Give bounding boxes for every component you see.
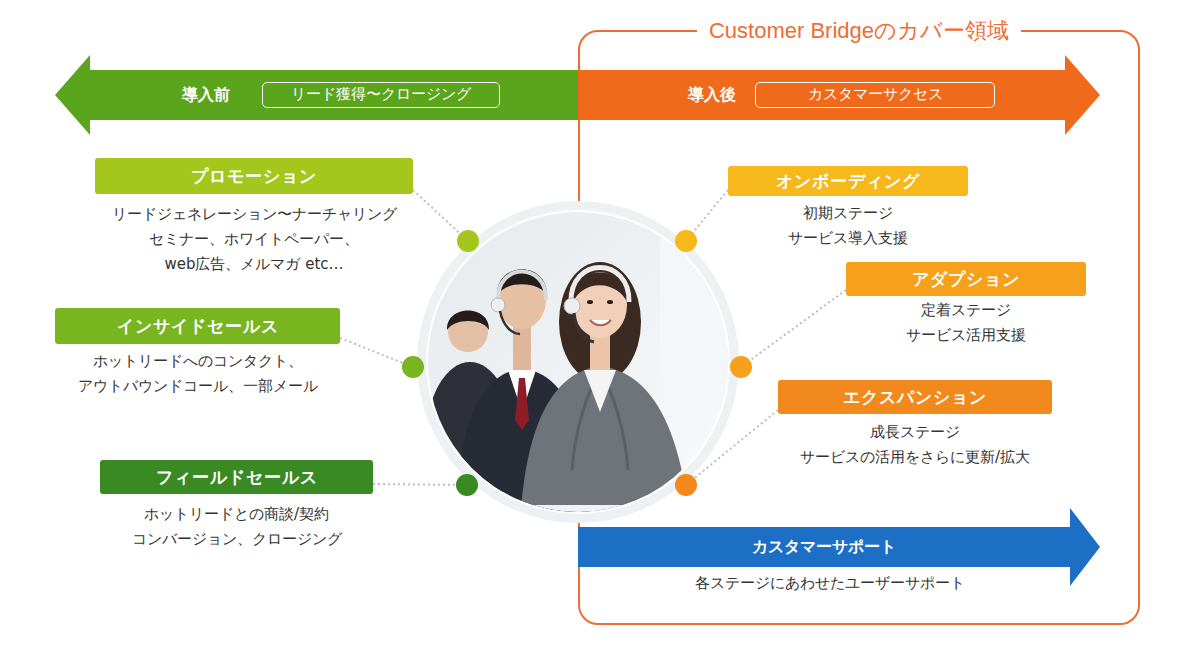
person-suit bbox=[455, 368, 590, 524]
headset-mic bbox=[500, 311, 520, 334]
leader-line bbox=[413, 190, 468, 241]
person-blazer bbox=[520, 366, 690, 526]
box-title: フィールドセールス bbox=[156, 466, 318, 489]
leader-line bbox=[686, 190, 728, 241]
pill-label: カスタマーサクセス bbox=[808, 85, 943, 103]
phase-arrow: 導入前 リード獲得〜クロージング bbox=[55, 55, 578, 135]
person-neck bbox=[590, 335, 610, 371]
region-heading: Customer Bridgeのカバー領域 bbox=[697, 17, 1021, 45]
person-face bbox=[498, 271, 546, 329]
box-description: ホットリードへのコンタクト、 アウトバウンドコール、一部メール bbox=[77, 349, 318, 399]
leader-line bbox=[686, 410, 778, 485]
pill-label: リード獲得〜クロージング bbox=[291, 85, 471, 103]
box-description: 成長ステージ サービスの活用をさらに更新/拡大 bbox=[799, 420, 1031, 470]
dot bbox=[456, 474, 478, 496]
stage-box: プロモーションリードジェネレーション〜ナーチャリング セミナー、ホワイトペーパー… bbox=[95, 158, 413, 194]
headset-band bbox=[498, 272, 546, 301]
leader-lines bbox=[340, 190, 846, 485]
box-description: ホットリードとの商談/契約 コンバージョン、クロージング bbox=[131, 502, 342, 552]
person-tie bbox=[515, 378, 529, 430]
arrow-label: 導入後 bbox=[688, 85, 736, 105]
stage-box: アダプション定着ステージ サービス活用支援 bbox=[846, 262, 1086, 296]
box-description: 定着ステージ サービス活用支援 bbox=[906, 298, 1027, 348]
person-blouse bbox=[584, 370, 616, 412]
headset-ear bbox=[564, 298, 580, 314]
arrow-label: 導入前 bbox=[182, 85, 230, 105]
connector-dots bbox=[402, 230, 752, 496]
box-description: 初期ステージ サービス導入支援 bbox=[788, 201, 909, 251]
dot bbox=[675, 230, 697, 252]
dot bbox=[730, 356, 752, 378]
photo-background bbox=[420, 204, 740, 524]
stage-box: インサイドセールスホットリードへのコンタクト、 アウトバウンドコール、一部メール bbox=[55, 308, 340, 344]
person-body bbox=[426, 362, 514, 518]
stage-box: エクスパンション成長ステージ サービスの活用をさらに更新/拡大 bbox=[778, 380, 1052, 414]
coverage-region: Customer Bridgeのカバー領域導入後カスタマーサクセスオンボーディン… bbox=[578, 30, 1140, 625]
leader-line bbox=[340, 338, 413, 367]
person-eye bbox=[607, 300, 613, 304]
person-hair-back bbox=[559, 262, 641, 382]
person-hair bbox=[447, 311, 489, 331]
box-title: オンボーディング bbox=[776, 170, 920, 193]
leader-line bbox=[741, 290, 846, 367]
arrow-description: 各ステージにあわせたユーザーサポート bbox=[695, 571, 966, 596]
box-description: リードジェネレーション〜ナーチャリング セミナー、ホワイトペーパー、 web広告… bbox=[111, 202, 397, 277]
person-hair bbox=[572, 273, 628, 305]
person-eye bbox=[587, 300, 593, 304]
photo-desk bbox=[420, 505, 740, 530]
blazer-lapel bbox=[600, 368, 628, 470]
box-title: インサイドセールス bbox=[117, 315, 279, 338]
box-title: プロモーション bbox=[191, 165, 317, 188]
headset-ear bbox=[491, 298, 505, 312]
headset-mic bbox=[574, 313, 594, 342]
dot bbox=[402, 356, 424, 378]
arrow-body bbox=[578, 55, 1100, 135]
box-title: エクスパンション bbox=[843, 386, 987, 409]
stage-box: フィールドセールスホットリードとの商談/契約 コンバージョン、クロージング bbox=[100, 460, 373, 494]
phase-pill: カスタマーサクセス bbox=[755, 82, 995, 108]
person-hair bbox=[497, 269, 547, 297]
person-smile bbox=[590, 320, 611, 325]
arrow-label: カスタマーサポート bbox=[752, 537, 896, 557]
photo-halo bbox=[417, 201, 739, 523]
leader-line bbox=[373, 484, 467, 485]
support-arrow: カスタマーサポート各ステージにあわせたユーザーサポート bbox=[578, 508, 1100, 586]
person-face bbox=[573, 272, 627, 338]
arrow-body bbox=[55, 55, 578, 135]
photo-frame bbox=[426, 210, 730, 514]
headset-band bbox=[571, 268, 629, 303]
person-shirt bbox=[508, 370, 536, 412]
photo bbox=[420, 204, 740, 530]
person-head bbox=[448, 312, 488, 352]
dot bbox=[457, 230, 479, 252]
blazer-lapel bbox=[572, 368, 600, 470]
phase-arrow: 導入後 カスタマーサクセス bbox=[578, 55, 1100, 135]
stage-box: オンボーディング初期ステージ サービス導入支援 bbox=[728, 166, 968, 196]
box-title: アダプション bbox=[912, 268, 1020, 291]
dot bbox=[675, 474, 697, 496]
phase-pill: リード獲得〜クロージング bbox=[262, 82, 500, 108]
person-neck bbox=[513, 325, 531, 373]
photo-window bbox=[660, 210, 740, 410]
